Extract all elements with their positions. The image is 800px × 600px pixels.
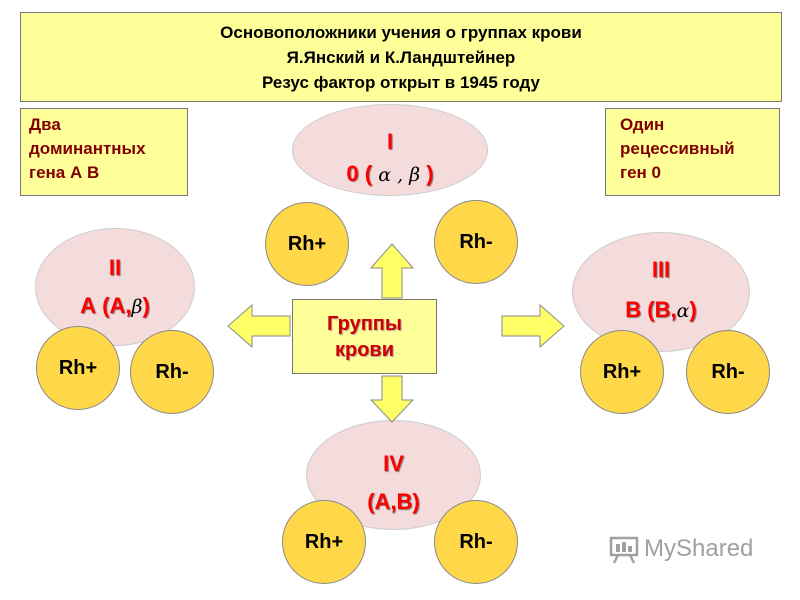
group-1-numeral: I [386,129,394,154]
group-3-antigens: В (В,α) [572,296,750,325]
group-3-close-paren: ) [689,297,697,322]
group-3-rh-negative: Rh- [686,330,770,414]
group-1-rh-positive: Rh+ [265,202,349,286]
watermark-text: MyShared [644,535,754,562]
note-left-line-3: гена А В [29,163,100,182]
group-4-rh-positive: Rh+ [282,500,366,584]
group-4-numeral: IV [383,451,404,476]
group-2-antigen-text: А (А, [80,293,132,318]
myshared-watermark: MyShared [608,534,753,564]
group-1-close-paren: ) [426,161,434,186]
group-3-antigen-text: В (В, [625,297,677,322]
arrow-left-icon [227,303,291,349]
group-4-antigens: (А,В) [367,489,420,514]
header-line-names: Я.Янский и К.Ландштейнер [286,47,516,67]
group-4-rh-negative: Rh- [434,500,518,584]
arrow-down-icon [369,375,415,423]
note-right-line-1: Один [620,115,665,134]
group-3-numeral: III [651,257,671,282]
group-2-ellipse [35,228,195,346]
blood-groups-center-box: Группы крови [292,299,437,374]
group-3-antibody: α [676,300,690,322]
note-right-line-2: рецессивный [620,139,735,158]
note-two-dominant-genes: Два доминантных гена А В [20,108,188,196]
group-3-rh-positive: Rh+ [580,330,664,414]
group-2-numeral: II [108,255,122,280]
note-left-line-2: доминантных [29,139,146,158]
group-2-antigens: А (А,β) [35,292,195,321]
group-1-ellipse [292,104,488,196]
center-line-2: крови [334,338,395,361]
arrow-up-icon [369,243,415,299]
group-1-rh-negative: Rh- [434,200,518,284]
center-line-1: Группы [327,312,402,335]
note-right-line-3: ген 0 [620,163,661,182]
header-box: Основоположники учения о группах крови Я… [20,12,782,102]
group-1-antibodies: α , β [378,164,421,186]
group-2-rh-negative: Rh- [130,330,214,414]
header-line-founders: Основоположники учения о группах крови [220,22,582,42]
note-one-recessive-gene: Один рецессивный ген 0 [605,108,780,196]
group-2-antibody: β [131,296,143,318]
note-left-line-1: Два [29,115,61,134]
header-line-rhesus: Резус фактор открыт в 1945 году [262,72,540,92]
presentation-board-icon [609,536,639,564]
arrow-right-icon [501,303,565,349]
group-1-antigens: 0 ( α , β ) [292,160,488,189]
group-2-close-paren: ) [142,293,150,318]
group-1-antigen-text: 0 ( [346,161,373,186]
group-2-rh-positive: Rh+ [36,326,120,410]
